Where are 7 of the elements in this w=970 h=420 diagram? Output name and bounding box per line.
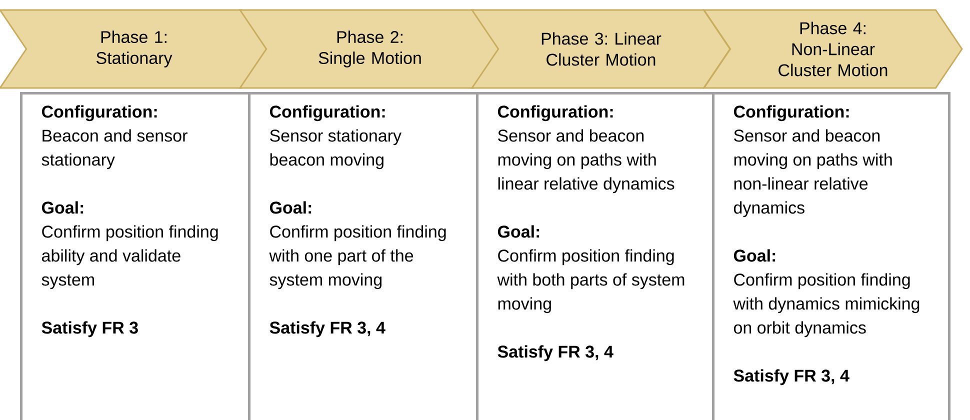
- phase-header: Phase 1: Stationary: [0, 9, 269, 89]
- phase-header: Phase 4: Non-Linear Cluster Motion: [702, 9, 963, 89]
- phase-description-box: Configuration: Sensor and beacon moving on paths with linear relative dynamics Goal: Confirm position finding with both parts of system moving Satisfy FR 3, 4: [476, 92, 714, 420]
- phase-description-box: Configuration: Sensor stationary beacon moving Goal: Confirm position finding with one part of the system moving Satisfy FR 3, 4: [248, 92, 478, 420]
- phase-description-box: Configuration: Beacon and sensor stationary Goal: Confirm position finding ability and validate system Satisfy FR 3: [20, 92, 250, 420]
- node-label: Phase 4: Non-Linear Cluster Motion: [778, 22, 888, 76]
- phase-description-box: Configuration: Sensor and beacon moving on paths with non-linear relative dynamics Goal: Confirm position finding with dynamics mimicking on orbit dynamics Satisfy FR 3, 4: [712, 92, 950, 420]
